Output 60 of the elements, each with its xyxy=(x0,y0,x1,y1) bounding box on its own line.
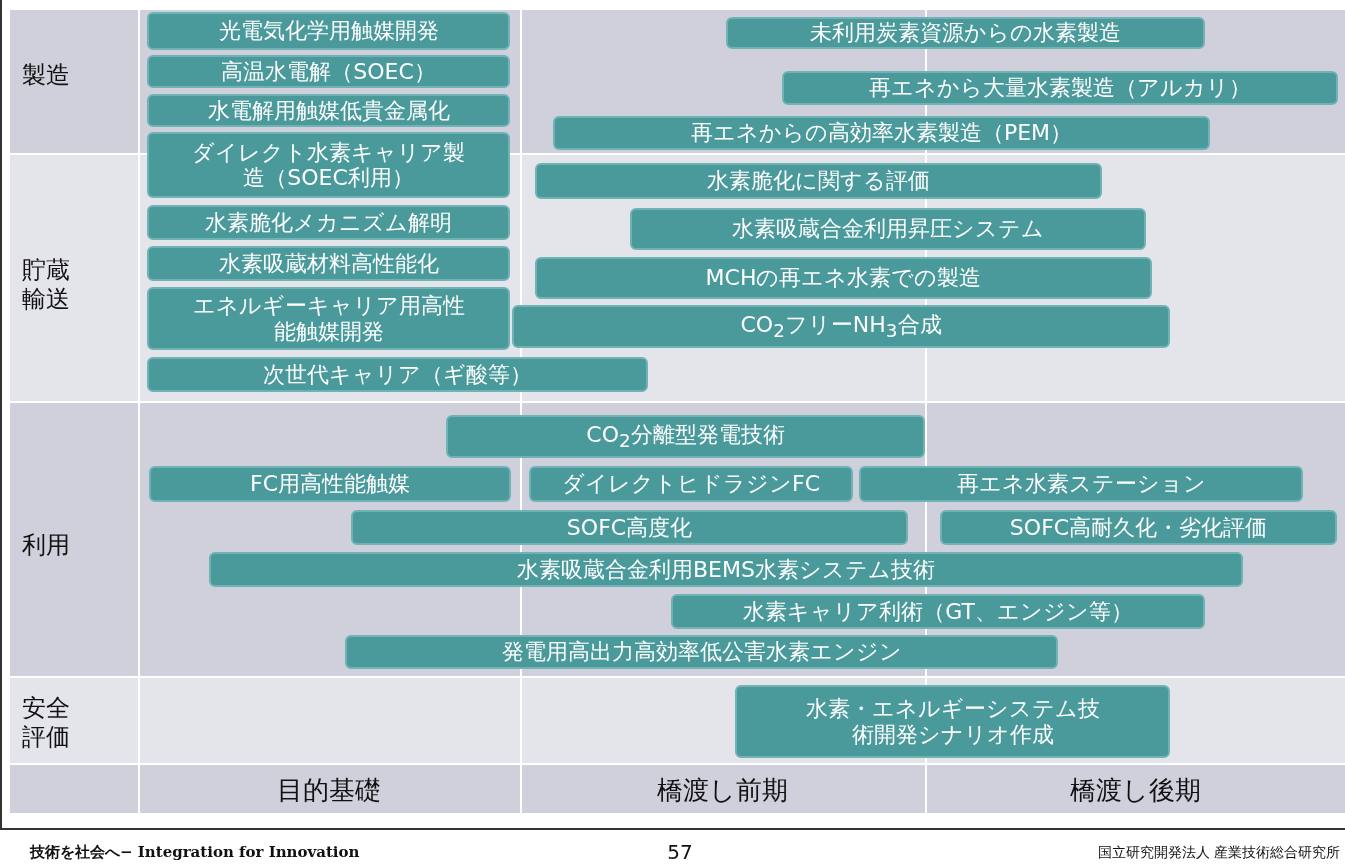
roadmap-bar xyxy=(209,552,1243,587)
roadmap-bar xyxy=(149,466,511,502)
bar-label: CO$_{2}$フリーNH$_{3}$合成 xyxy=(740,311,942,342)
roadmap-bar xyxy=(630,208,1146,250)
roadmap-bar xyxy=(735,685,1170,758)
bar-label: 水電解用触媒低貴金属化 xyxy=(207,97,450,124)
bar-label: ダイレクト水素キャリア製造（SOEC利用） xyxy=(191,139,466,191)
bar-label: 次世代キャリア（ギ酸等） xyxy=(263,361,532,388)
bar-label: FC用高性能触媒 xyxy=(250,471,410,497)
roadmap-bar xyxy=(726,17,1205,49)
row-header: 安全評価 xyxy=(22,693,71,752)
roadmap-bar xyxy=(535,257,1152,299)
roadmap-bar xyxy=(529,466,853,502)
roadmap-bar xyxy=(446,415,925,458)
bar-label: 水素脆化に関する評価 xyxy=(707,168,930,194)
bar-label: MCHの再エネ水素での製造 xyxy=(705,265,982,291)
bar-label: 未利用炭素資源からの水素製造 xyxy=(810,20,1121,46)
roadmap-bar xyxy=(512,305,1170,348)
roadmap-bar xyxy=(859,466,1303,502)
row-header: 製造 xyxy=(22,60,70,90)
roadmap-bar xyxy=(147,357,648,392)
roadmap-bar xyxy=(147,94,510,127)
roadmap-bar xyxy=(147,246,510,281)
roadmap-bar xyxy=(147,132,510,198)
row-header: 利用 xyxy=(22,530,70,560)
bar-label: 水素吸蔵合金利用BEMS水素システム技術 xyxy=(517,556,935,583)
column-header: 橋渡し前期 xyxy=(657,775,788,807)
roadmap-bar xyxy=(147,55,510,88)
bar-label: CO$_{2}$分離型発電技術 xyxy=(586,421,785,452)
bar-label: 水素吸蔵合金利用昇圧システム xyxy=(732,216,1044,242)
roadmap-bar xyxy=(147,12,510,50)
bar-label: 水素・エネルギーシステム技術開発シナリオ作成 xyxy=(804,696,1101,747)
roadmap-bar xyxy=(940,510,1337,545)
column-header: 目的基礎 xyxy=(277,775,381,807)
bar-label: 水素吸蔵材料高性能化 xyxy=(218,250,439,277)
bar-label: 再エネ水素ステーション xyxy=(956,471,1206,497)
roadmap-bar xyxy=(351,510,908,545)
row-header: 貯蔵輸送 xyxy=(22,256,71,314)
bar-label: ダイレクトヒドラジンFC xyxy=(562,471,820,497)
bar-label: 再エネからの高効率水素製造（PEM） xyxy=(690,120,1073,146)
bar-label: 光電気化学用触媒開発 xyxy=(218,18,439,44)
roadmap-bar xyxy=(782,71,1338,105)
roadmap-bar xyxy=(671,594,1205,629)
bar-label: 高温水電解（SOEC） xyxy=(221,58,436,85)
roadmap-bar xyxy=(147,205,510,240)
footer-slogan: 技術を社会へ− Integration for Innovation xyxy=(30,843,360,861)
roadmap-bar xyxy=(535,163,1102,199)
page-number: 57 xyxy=(667,840,693,864)
bar-label: 水素キャリア利術（GT、エンジン等） xyxy=(743,598,1133,625)
bar-label: SOFC高耐久化・劣化評価 xyxy=(1009,514,1268,541)
roadmap-bar xyxy=(345,635,1058,669)
roadmap-bar xyxy=(553,116,1210,150)
column-header: 橋渡し後期 xyxy=(1069,775,1201,807)
bar-label: SOFC高度化 xyxy=(566,514,693,541)
bar-label: 再エネから大量水素製造（アルカリ） xyxy=(869,75,1251,101)
footer-organization: 国立研究開発法人 産業技術総合研究所 xyxy=(1097,843,1340,861)
roadmap-bar xyxy=(147,287,510,350)
bar-label: 発電用高出力高効率低公害水素エンジン xyxy=(501,639,902,665)
bar-label: エネルギーキャリア用高性能触媒開発 xyxy=(191,293,466,344)
bar-label: 水素脆化メカニズム解明 xyxy=(205,209,452,236)
